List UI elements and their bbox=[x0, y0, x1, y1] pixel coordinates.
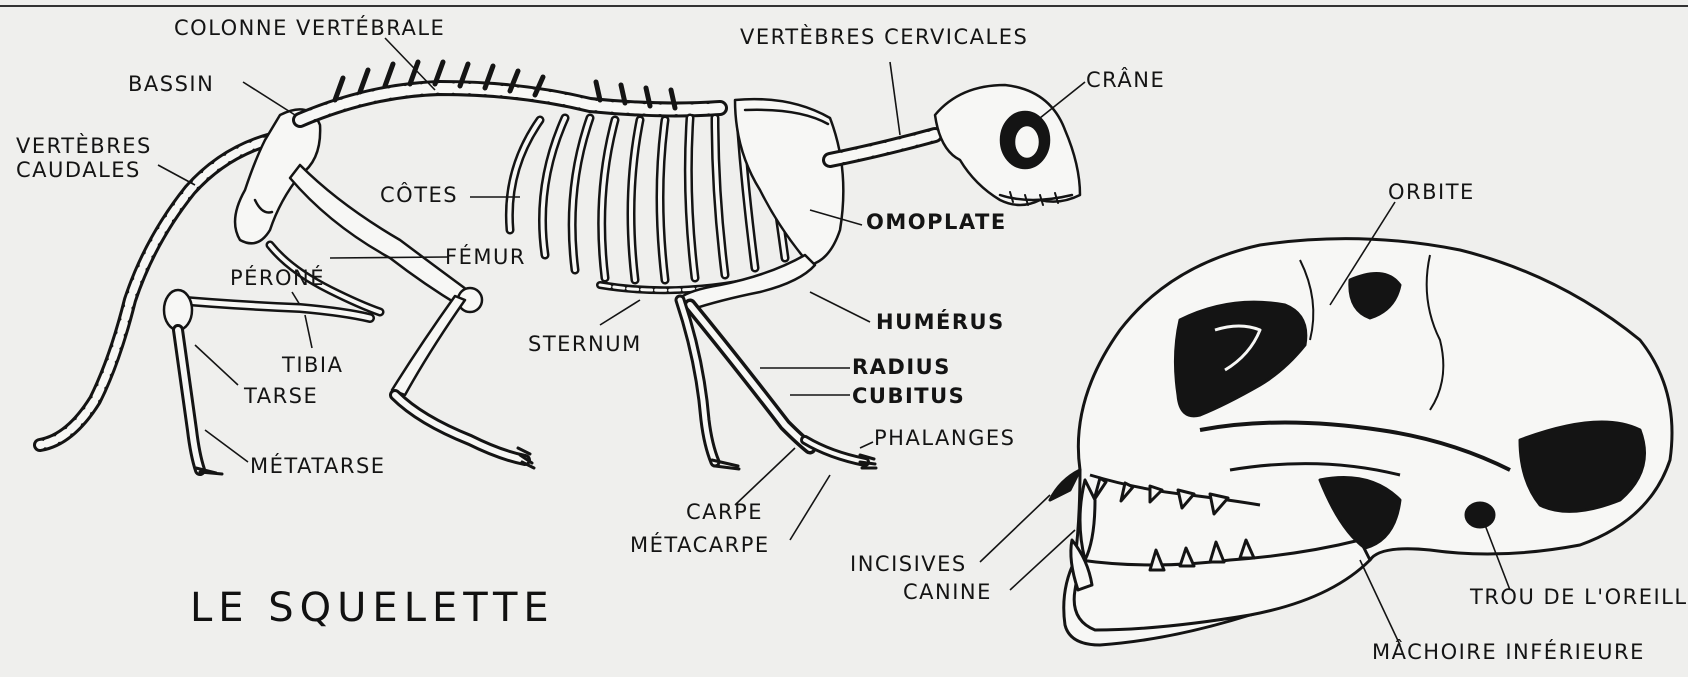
label-incisives: INCISIVES bbox=[850, 552, 967, 576]
label-carpe: CARPE bbox=[686, 500, 763, 524]
label-radius: RADIUS bbox=[852, 355, 951, 379]
cat-skeleton bbox=[40, 62, 1080, 474]
label-cubitus: CUBITUS bbox=[852, 384, 965, 408]
label-tibia: TIBIA bbox=[282, 353, 344, 377]
label-vertebres-cervicales: VERTÈBRES CERVICALES bbox=[740, 25, 1028, 49]
label-bassin: BASSIN bbox=[128, 72, 214, 96]
tibia-bone bbox=[392, 296, 465, 395]
label-cotes: CÔTES bbox=[380, 183, 458, 207]
label-canine: CANINE bbox=[903, 580, 992, 604]
label-orbite: ORBITE bbox=[1388, 180, 1475, 204]
label-perone: PÉRONÉ bbox=[230, 266, 325, 290]
label-machoire-inferieure: MÂCHOIRE INFÉRIEURE bbox=[1372, 640, 1645, 664]
figure-title: LE SQUELETTE bbox=[190, 585, 555, 631]
label-sternum: STERNUM bbox=[528, 332, 642, 356]
label-metacarpe: MÉTACARPE bbox=[630, 533, 770, 557]
label-femur: FÉMUR bbox=[445, 245, 526, 269]
cervical-vertebrae bbox=[830, 135, 935, 160]
ear-hole bbox=[1466, 503, 1494, 527]
label-vertebres-caudales-line1: VERTÈBRES bbox=[16, 134, 152, 158]
spine bbox=[300, 62, 720, 120]
label-vertebres-caudales-line2: CAUDALES bbox=[16, 158, 141, 182]
label-phalanges: PHALANGES bbox=[874, 426, 1015, 450]
humerus-bone bbox=[680, 255, 815, 310]
label-trou-oreille: TROU DE L'OREILLE bbox=[1470, 585, 1688, 609]
label-omoplate: OMOPLATE bbox=[866, 210, 1007, 234]
label-colonne-vertebrale: COLONNE VERTÉBRALE bbox=[174, 16, 445, 40]
label-crane: CRÂNE bbox=[1086, 68, 1165, 92]
label-metatarse: MÉTATARSE bbox=[250, 454, 386, 478]
label-tarse: TARSE bbox=[244, 384, 318, 408]
label-humerus: HUMÉRUS bbox=[876, 310, 1005, 334]
